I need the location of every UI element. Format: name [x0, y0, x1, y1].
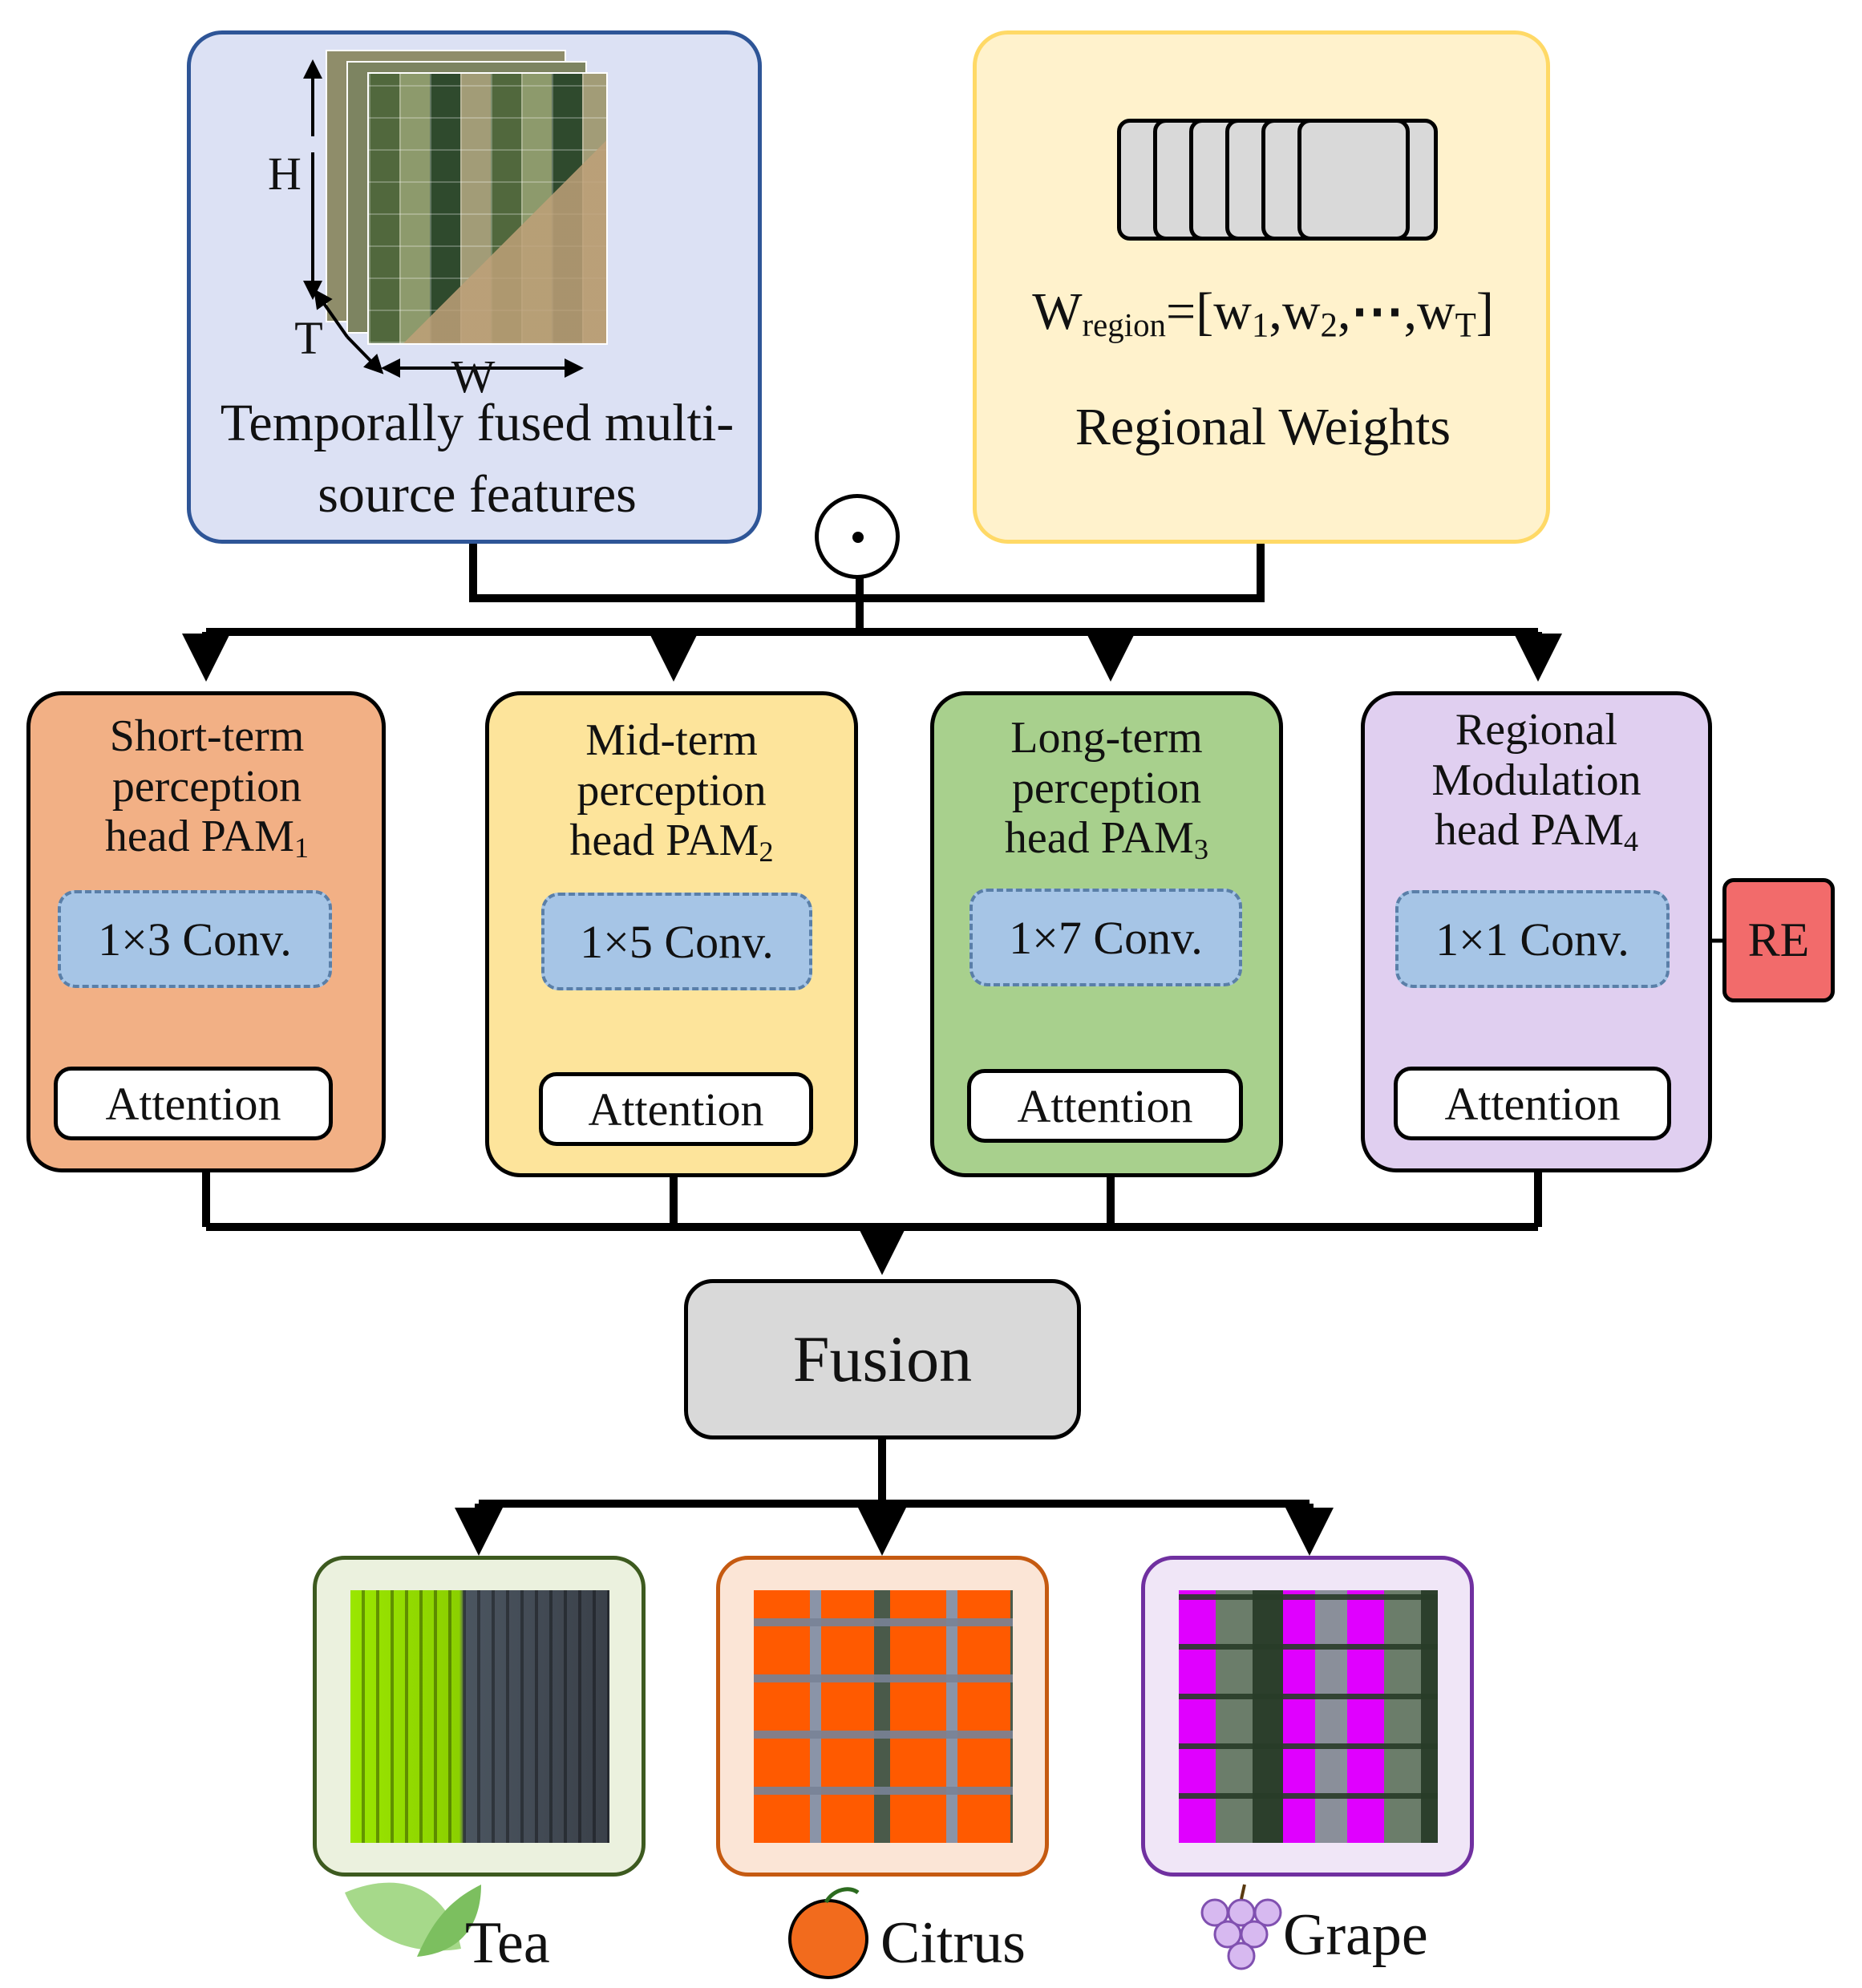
- regional-weights-title: Regional Weights: [1075, 398, 1451, 456]
- dim-t-label: T: [294, 312, 323, 364]
- fusion-block: Fusion: [684, 1279, 1081, 1439]
- tea-output-box: [313, 1556, 646, 1877]
- dim-w-label: W: [451, 350, 496, 403]
- conv-1x3: 1×3 Conv.: [58, 890, 332, 988]
- citrus-map-image: [754, 1590, 1013, 1843]
- conv-1x1: 1×1 Conv.: [1395, 890, 1670, 988]
- grape-icon: [1200, 1884, 1282, 1970]
- tea-label: Tea: [465, 1910, 550, 1976]
- grape-label: Grape: [1283, 1902, 1428, 1968]
- grape-map-image: [1179, 1590, 1438, 1843]
- regional-weights-box: [973, 30, 1550, 544]
- re-box: RE: [1722, 878, 1835, 1002]
- orange-icon: [788, 1887, 868, 1979]
- grape-output-box: [1141, 1556, 1474, 1877]
- dim-h-label: H: [268, 148, 302, 200]
- conv-1x7: 1×7 Conv.: [969, 889, 1242, 986]
- input-features-title: Temporally fused multi-source features: [220, 394, 735, 524]
- satellite-stack-image: [326, 50, 608, 345]
- attention-block: Attention: [54, 1067, 333, 1140]
- hadamard-operator-icon: [815, 494, 900, 579]
- tea-leaf-icon: [345, 1882, 481, 1957]
- attention-block: Attention: [967, 1069, 1243, 1143]
- conv-1x5: 1×5 Conv.: [541, 893, 812, 990]
- attention-block: Attention: [1394, 1067, 1671, 1140]
- weights-formula: Wregion=[w1,w2,⋯,wT]: [1032, 282, 1494, 345]
- tea-map-image: [350, 1590, 609, 1843]
- attention-block: Attention: [539, 1072, 813, 1146]
- citrus-output-box: [716, 1556, 1049, 1877]
- citrus-label: Citrus: [880, 1910, 1026, 1976]
